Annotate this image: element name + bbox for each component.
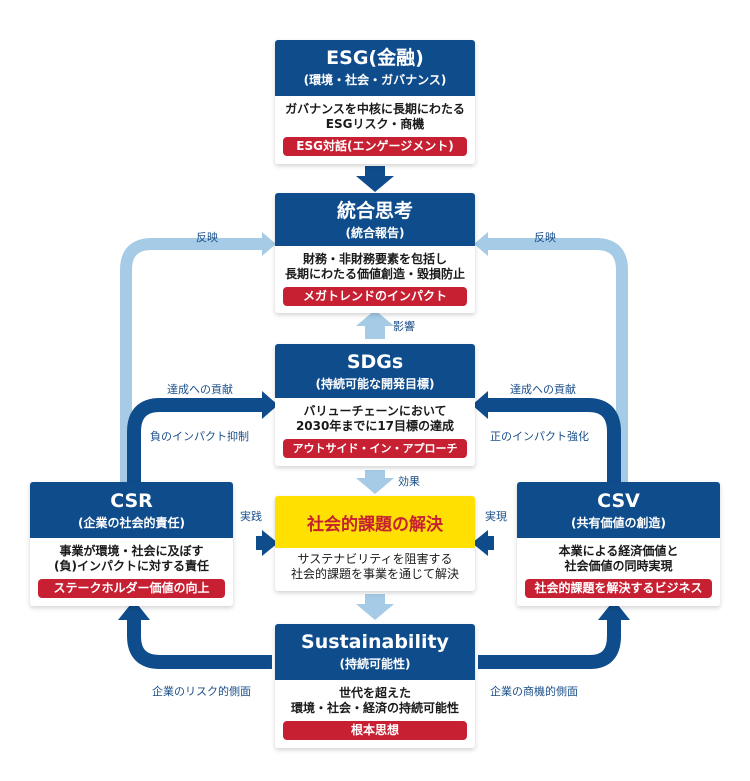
sdgs-to-integrated-head bbox=[356, 310, 394, 326]
csr-reflect-arrowhead bbox=[262, 232, 276, 256]
center-to-sustainability-shaft bbox=[365, 594, 385, 606]
csr-reflect-arrow bbox=[120, 238, 262, 488]
csr-box: CSR (企業の社会的責任) 事業が環境・社会に及ぼす (負)インパクトに対する… bbox=[30, 482, 233, 606]
opportunity-arrowhead bbox=[598, 600, 630, 620]
sustainability-desc-line2: 環境・社会・経済の持続可能性 bbox=[290, 701, 459, 715]
integrated-box: 統合思考 (統合報告) 財務・非財務要素を包括し 長期にわたる価値創造・毀損防止… bbox=[275, 193, 475, 313]
integrated-title: 統合思考 bbox=[336, 200, 413, 222]
csv-box: CSV (共有価値の創造) 本業による経済価値と 社会価値の同時実現 社会的課題… bbox=[517, 482, 720, 606]
sdgs-box: SDGs (持続可能な開発目標) バリューチェーンにおいて 2030年までに17… bbox=[275, 344, 475, 466]
sdgs-desc-line1: バリューチェーンにおいて bbox=[303, 404, 447, 418]
label-contrib-left: 達成への貢献 bbox=[167, 383, 233, 396]
label-neg-impact: 負のインパクト抑制 bbox=[150, 430, 249, 443]
label-realize: 実現 bbox=[485, 510, 507, 523]
esg-desc-line2: ESGリスク・商機 bbox=[325, 117, 425, 131]
integrated-header: 統合思考 (統合報告) bbox=[275, 193, 475, 246]
sustainability-desc-line1: 世代を超えた bbox=[338, 686, 411, 700]
csr-practice-shaft bbox=[256, 536, 264, 550]
center-header: 社会的課題の解決 bbox=[275, 496, 475, 548]
csv-reflect-arrow bbox=[488, 238, 628, 488]
csv-realize-arrowhead bbox=[472, 530, 488, 556]
csv-title: CSV bbox=[597, 490, 640, 512]
sdgs-subtitle: (持続可能な開発目標) bbox=[315, 377, 435, 391]
esg-title: ESG(金融) bbox=[326, 47, 424, 69]
sdgs-description: バリューチェーンにおいて 2030年までに17目標の達成 bbox=[275, 398, 475, 439]
center-box: 社会的課題の解決 サステナビリティを阻害する 社会的課題を事業を通じて解決 bbox=[275, 496, 475, 591]
csv-header: CSV (共有価値の創造) bbox=[517, 482, 720, 538]
csr-practice-arrowhead bbox=[262, 530, 278, 556]
label-practice: 実践 bbox=[240, 510, 262, 523]
opportunity-arrow bbox=[478, 618, 621, 669]
esg-to-integrated-head bbox=[356, 176, 394, 192]
csr-tag: ステークホルダー価値の向上 bbox=[38, 579, 225, 598]
center-title: 社会的課題の解決 bbox=[307, 514, 443, 535]
integrated-tag: メガトレンドのインパクト bbox=[283, 287, 467, 306]
sustainability-box: Sustainability (持続可能性) 世代を超えた 環境・社会・経済の持… bbox=[275, 624, 475, 748]
csr-desc-line1: 事業が環境・社会に及ぼす bbox=[59, 544, 204, 558]
sustainability-header: Sustainability (持続可能性) bbox=[275, 624, 475, 680]
sustainability-description: 世代を超えた 環境・社会・経済の持続可能性 bbox=[275, 680, 475, 721]
sustainability-title: Sustainability bbox=[301, 631, 449, 653]
sdgs-to-center-head bbox=[356, 478, 394, 494]
csv-contrib-arrow bbox=[488, 398, 621, 488]
csv-subtitle: (共有価値の創造) bbox=[571, 516, 666, 530]
esg-to-integrated-shaft bbox=[365, 166, 385, 178]
sdgs-header: SDGs (持続可能な開発目標) bbox=[275, 344, 475, 398]
esg-header: ESG(金融) (環境・社会・ガバナンス) bbox=[275, 40, 475, 96]
sdgs-to-center-shaft bbox=[365, 470, 385, 480]
csv-desc-line2: 社会価値の同時実現 bbox=[564, 559, 673, 573]
sdgs-tag: アウトサイド・イン・アプローチ bbox=[283, 439, 467, 458]
integrated-description: 財務・非財務要素を包括し 長期にわたる価値創造・毀損防止 bbox=[275, 246, 475, 287]
esg-tag: ESG対話(エンゲージメント) bbox=[283, 137, 467, 156]
csv-tag: 社会的課題を解決するビジネス bbox=[525, 579, 712, 598]
csr-contrib-arrowhead bbox=[262, 391, 278, 419]
csr-subtitle: (企業の社会的責任) bbox=[78, 516, 185, 530]
csr-description: 事業が環境・社会に及ぼす (負)インパクトに対する責任 bbox=[30, 538, 233, 579]
sdgs-desc-line2: 2030年までに17目標の達成 bbox=[295, 419, 455, 433]
esg-description: ガバナンスを中核に長期にわたる ESGリスク・商機 bbox=[275, 96, 475, 137]
label-reflect-right: 反映 bbox=[534, 231, 556, 244]
integrated-desc-line2: 長期にわたる価値創造・毀損防止 bbox=[284, 267, 465, 281]
label-risk: 企業のリスク的側面 bbox=[152, 685, 251, 698]
csv-description: 本業による経済価値と 社会価値の同時実現 bbox=[517, 538, 720, 579]
sdgs-to-integrated-shaft bbox=[365, 325, 385, 339]
csv-desc-line1: 本業による経済価値と bbox=[558, 544, 679, 558]
esg-desc-line1: ガバナンスを中核に長期にわたる bbox=[285, 102, 465, 116]
risk-arrowhead bbox=[118, 600, 150, 620]
center-desc-line2: 社会的課題を事業を通じて解決 bbox=[290, 567, 459, 581]
center-description: サステナビリティを阻害する 社会的課題を事業を通じて解決 bbox=[275, 548, 475, 582]
esg-subtitle: (環境・社会・ガバナンス) bbox=[303, 73, 447, 87]
sdgs-title: SDGs bbox=[346, 351, 404, 373]
sustainability-tag: 根本思想 bbox=[283, 721, 467, 740]
csr-title: CSR bbox=[110, 490, 153, 512]
label-influence: 影響 bbox=[393, 320, 415, 333]
csr-header: CSR (企業の社会的責任) bbox=[30, 482, 233, 538]
csv-contrib-arrowhead bbox=[472, 391, 488, 419]
csr-contrib-arrow bbox=[127, 398, 262, 488]
integrated-subtitle: (統合報告) bbox=[345, 226, 405, 240]
csv-realize-shaft bbox=[486, 536, 494, 550]
integrated-desc-line1: 財務・非財務要素を包括し bbox=[302, 252, 447, 266]
center-to-sustainability-head bbox=[356, 604, 394, 620]
esg-box: ESG(金融) (環境・社会・ガバナンス) ガバナンスを中核に長期にわたる ES… bbox=[275, 40, 475, 164]
risk-arrow bbox=[127, 618, 272, 669]
csr-desc-line2: (負)インパクトに対する責任 bbox=[54, 559, 209, 573]
center-desc-line1: サステナビリティを阻害する bbox=[297, 552, 453, 566]
label-pos-impact: 正のインパクト強化 bbox=[490, 430, 589, 443]
sustainability-subtitle: (持続可能性) bbox=[339, 657, 411, 671]
label-contrib-right: 達成への貢献 bbox=[510, 383, 576, 396]
label-reflect-left: 反映 bbox=[196, 231, 218, 244]
label-opportunity: 企業の商機的側面 bbox=[490, 685, 578, 698]
label-effect: 効果 bbox=[398, 475, 420, 488]
csv-reflect-arrowhead bbox=[474, 232, 488, 256]
